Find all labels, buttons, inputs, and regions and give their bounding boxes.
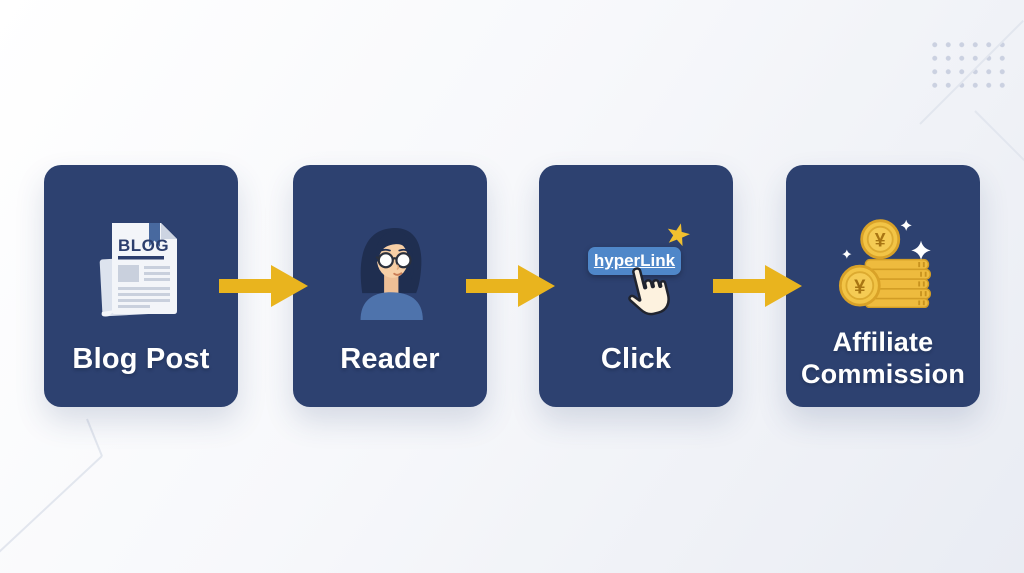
- step-label: Reader: [340, 343, 440, 375]
- step-label: Click: [600, 343, 672, 375]
- flow-arrow-icon: [713, 265, 802, 307]
- pointer-hand-icon: [628, 267, 670, 316]
- yen-symbol: ¥: [875, 229, 886, 251]
- coin-bottom: ¥: [838, 264, 881, 306]
- sparkle-icon: [842, 219, 931, 260]
- blog-doc-title: BLOG: [118, 236, 169, 255]
- blog-document-icon: BLOG: [99, 223, 177, 317]
- diagonal-line-decoration: [86, 418, 103, 457]
- step-label: Affiliate Commission: [800, 327, 966, 390]
- icon-area: [293, 211, 487, 327]
- flow-arrow-icon: [219, 265, 308, 307]
- step-label: Blog Post: [72, 343, 210, 375]
- step-card-affiliate-commission: ¥ ¥ Affiliate Commission: [786, 165, 980, 407]
- reader-avatar-icon: [360, 227, 423, 320]
- coin-top: ¥: [860, 218, 901, 259]
- icon-area: BLOG: [44, 211, 238, 327]
- glasses-icon: [375, 251, 412, 268]
- hyperlink-button[interactable]: hyperLink: [588, 247, 681, 275]
- step-card-blog-post: BLOG Blog Post: [44, 165, 238, 407]
- diagonal-line-decoration: [0, 455, 103, 560]
- yen-symbol: ¥: [854, 276, 866, 298]
- step-card-reader: Reader: [293, 165, 487, 407]
- star-icon: [667, 223, 690, 247]
- coin-stack-ridges: [918, 261, 927, 305]
- coins-commission-icon: ¥ ¥: [838, 218, 932, 308]
- flow-arrow-icon: [466, 265, 555, 307]
- icon-area: ¥ ¥: [786, 203, 980, 319]
- diagonal-line-decoration: [974, 110, 1024, 162]
- step-card-click: hyperLink Click: [539, 165, 733, 407]
